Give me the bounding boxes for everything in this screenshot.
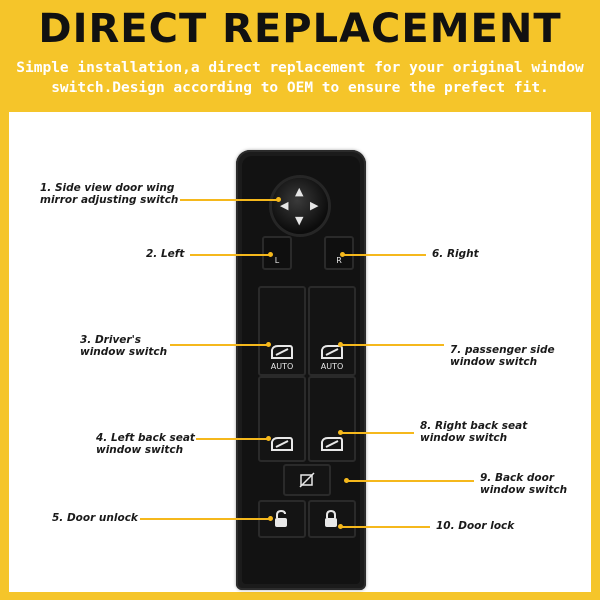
lock-icon bbox=[325, 510, 337, 527]
leader-line bbox=[170, 344, 268, 346]
leader-dot bbox=[338, 430, 343, 435]
driver-window-switch[interactable]: AUTO bbox=[258, 286, 306, 376]
leader-line bbox=[340, 526, 430, 528]
arrow-down-icon: ▼ bbox=[295, 214, 304, 227]
left-select-label: L bbox=[274, 256, 280, 265]
leader-line bbox=[190, 254, 270, 256]
annotation-back-door-switch: 9. Back door window switch bbox=[480, 472, 568, 496]
annotation-driver-switch: 3. Driver's window switch bbox=[80, 334, 168, 358]
passenger-window-switch[interactable]: AUTO bbox=[308, 286, 356, 376]
leader-dot bbox=[338, 342, 343, 347]
annotation-right: 6. Right bbox=[432, 248, 479, 260]
page-title: DIRECT REPLACEMENT bbox=[38, 6, 562, 52]
leader-dot bbox=[268, 516, 273, 521]
window-icon bbox=[271, 437, 293, 451]
leader-line bbox=[346, 480, 474, 482]
window-icon bbox=[271, 345, 293, 359]
leader-dot bbox=[276, 197, 281, 202]
leader-line bbox=[140, 518, 270, 520]
leader-dot bbox=[344, 478, 349, 483]
annotation-right-back-switch: 8. Right back seat window switch bbox=[420, 420, 528, 444]
annotation-door-unlock: 5. Door unlock bbox=[52, 512, 138, 524]
right-back-window-switch[interactable] bbox=[308, 376, 356, 462]
subtitle-line-2: switch.Design according to OEM to ensure… bbox=[51, 80, 549, 96]
leader-dot bbox=[338, 524, 343, 529]
leader-dot bbox=[266, 436, 271, 441]
leader-line bbox=[180, 199, 278, 201]
header: DIRECT REPLACEMENT Simple installation,a… bbox=[0, 0, 600, 110]
annotation-door-lock: 10. Door lock bbox=[436, 520, 515, 532]
door-lock-button[interactable] bbox=[308, 500, 356, 538]
driver-auto-label: AUTO bbox=[270, 362, 294, 371]
leader-line bbox=[340, 432, 414, 434]
arrow-right-icon: ▶ bbox=[310, 199, 319, 212]
arrow-up-icon: ▲ bbox=[295, 185, 304, 198]
passenger-auto-label: AUTO bbox=[320, 362, 344, 371]
annotation-left-back-switch: 4. Left back seat window switch bbox=[96, 432, 195, 456]
leader-line bbox=[340, 344, 444, 346]
annotation-passenger-switch: 7. passenger side window switch bbox=[450, 344, 555, 368]
annotation-left: 2. Left bbox=[146, 248, 185, 260]
window-lockout-icon bbox=[299, 472, 315, 488]
leader-dot bbox=[268, 252, 273, 257]
mirror-right-select-button[interactable]: R bbox=[324, 236, 354, 270]
left-back-window-switch[interactable] bbox=[258, 376, 306, 462]
annotation-mirror-switch: 1. Side view door wing mirror adjusting … bbox=[40, 182, 179, 206]
right-select-label: R bbox=[336, 256, 342, 265]
unlock-icon bbox=[275, 510, 287, 527]
page-subtitle: Simple installation,a direct replacement… bbox=[14, 58, 586, 98]
back-door-window-lock-switch[interactable] bbox=[283, 464, 331, 496]
leader-dot bbox=[266, 342, 271, 347]
leader-dot bbox=[340, 252, 345, 257]
mirror-adjust-knob[interactable]: ▲ ▼ ◀ ▶ bbox=[272, 178, 328, 234]
window-icon bbox=[321, 437, 343, 451]
leader-line bbox=[196, 438, 268, 440]
mirror-left-select-button[interactable]: L bbox=[262, 236, 292, 270]
subtitle-line-1: Simple installation,a direct replacement… bbox=[16, 60, 584, 76]
leader-line bbox=[342, 254, 426, 256]
arrow-left-icon: ◀ bbox=[280, 199, 289, 212]
